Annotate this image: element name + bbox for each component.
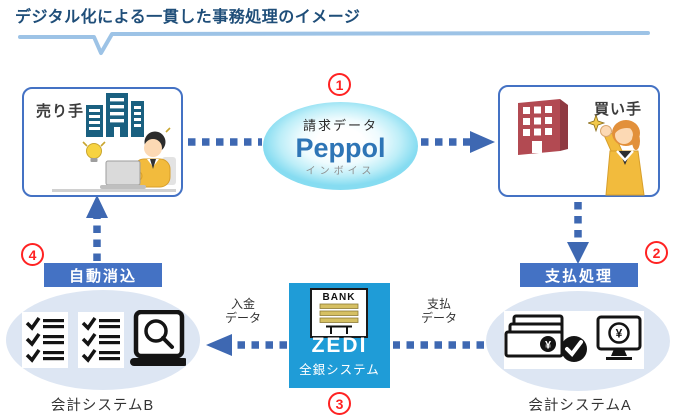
bank-sign-text: BANK [323,292,356,303]
yen-banknote-icon [540,336,556,352]
step-1-badge: 1 [328,73,351,96]
reconciliation-checklist-icons [22,310,186,368]
step-2-badge: 2 [645,241,668,264]
payment-data-label: 支払 データ [420,297,457,326]
peppol-node: 請求データ Peppol インボイス [263,102,418,190]
system-a-label: 会計システムA [528,398,632,414]
arrowhead-to-payment-icon [567,242,589,264]
arrowhead-to-seller-icon [86,195,108,218]
bank-icon: BANK [310,288,368,338]
svg-text:¥: ¥ [616,327,623,341]
laptop-search-icon [133,310,185,359]
peppol-name: Peppol [295,132,386,163]
seller-person-at-laptop-icon [52,127,176,192]
zedi-box: BANK ZEDI 全銀システム [289,283,390,388]
payment-process-bar: 支払処理 [520,263,638,287]
svg-text:¥: ¥ [545,340,552,352]
arrowhead-to-systemb-icon [206,334,232,356]
system-b-label: 会計システムB [50,398,155,414]
step-4-badge: 4 [21,243,44,266]
deposit-data-label: 入金 データ [224,297,261,326]
office-building-icon [86,93,144,137]
invoice-data-label: 請求データ [302,117,378,133]
buyer-label: 買い手 [593,101,642,118]
payment-money-icons: ¥ ¥ [504,311,644,369]
page-title: デジタル化による一貫した事務処理のイメージ [15,9,361,26]
zedi-name: ZEDI [311,334,368,357]
seller-label: 売り手 [36,103,85,120]
buyer-person-icon [588,113,645,196]
step-3-badge: 3 [328,392,351,415]
zengin-system-label: 全銀システム [299,363,380,377]
peppol-sub-label: インボイス [305,166,376,178]
auto-reconciliation-bar: 自動消込 [44,263,162,287]
company-building-icon [518,99,568,155]
seller-box: 売り手 [22,87,183,197]
arrowhead-to-buyer-icon [470,131,495,153]
buyer-box: 買い手 [498,85,660,197]
